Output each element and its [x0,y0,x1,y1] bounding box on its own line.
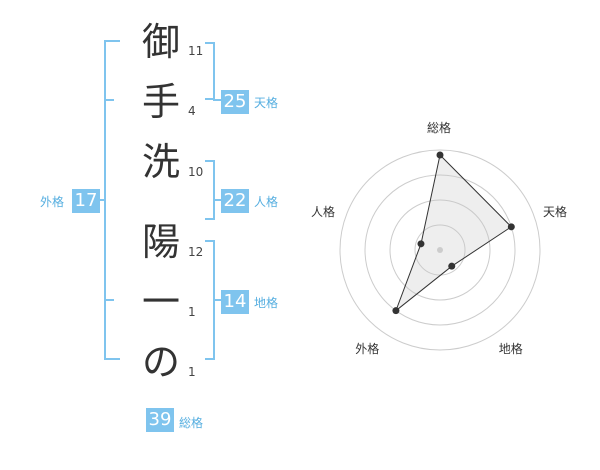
soukaku-label: 総格 [179,416,204,430]
chikaku-label: 地格 [254,296,279,310]
radar-axis-label-3: 地格 [498,341,523,356]
name-char-6: の [141,340,180,384]
radar-axis-label-2: 天格 [543,205,568,220]
jinkaku-bracket-vertical [213,160,215,220]
chikaku-badge: 14 [221,290,249,314]
tenkaku-label: 天格 [254,96,279,110]
stroke-count-6: 1 [188,365,196,379]
stroke-count-5: 1 [188,305,196,319]
chikaku-connector [213,299,221,301]
name-char-3: 洗 [141,140,180,184]
gaikaku-badge: 17 [72,189,100,213]
gaikaku-bracket-top [104,40,120,42]
gaikaku-tick-lower [104,299,114,301]
radar-point-4 [392,307,400,315]
jinkaku-bracket-top [205,160,215,162]
radar-point-1 [436,151,444,159]
stroke-count-1: 11 [188,44,204,58]
radar-polygon [394,153,513,313]
name-char-1: 御 [141,20,180,64]
tenkaku-bracket-vertical [213,42,215,100]
gaikaku-connector [98,199,106,201]
radar-ring-3 [364,174,516,326]
soukaku-badge: 39 [146,408,174,432]
radar-center-point [437,247,443,253]
radar-axis-label-5: 人格 [310,205,335,220]
radar-axis-label-4: 外格 [355,341,380,356]
jinkaku-connector [213,199,221,201]
radar-ring-4 [339,149,541,351]
tenkaku-bracket-top [205,42,215,44]
name-char-5: 一 [141,280,180,324]
chikaku-bracket-bottom [205,358,215,360]
radar-axis-label-1: 総格 [427,121,452,135]
jinkaku-badge: 22 [221,189,249,213]
tenkaku-bracket-bottom [205,98,215,100]
tenkaku-connector [213,99,221,101]
name-char-2: 手 [141,80,180,124]
radar-point-5 [417,240,425,248]
stroke-count-2: 4 [188,104,196,118]
stroke-count-3: 10 [188,165,204,179]
jinkaku-label: 人格 [254,195,279,209]
radar-point-3 [448,262,456,270]
name-char-4: 陽 [141,220,180,264]
chikaku-bracket-top [205,240,215,242]
gaikaku-bracket-bottom [104,358,120,360]
radar-point-2 [507,223,515,231]
stroke-count-4: 12 [188,245,204,259]
jinkaku-bracket-bottom [205,218,215,220]
radar-ring-2 [389,199,491,301]
tenkaku-badge: 25 [221,90,249,114]
gaikaku-label: 外格 [40,195,65,209]
gaikaku-tick-upper [104,99,114,101]
